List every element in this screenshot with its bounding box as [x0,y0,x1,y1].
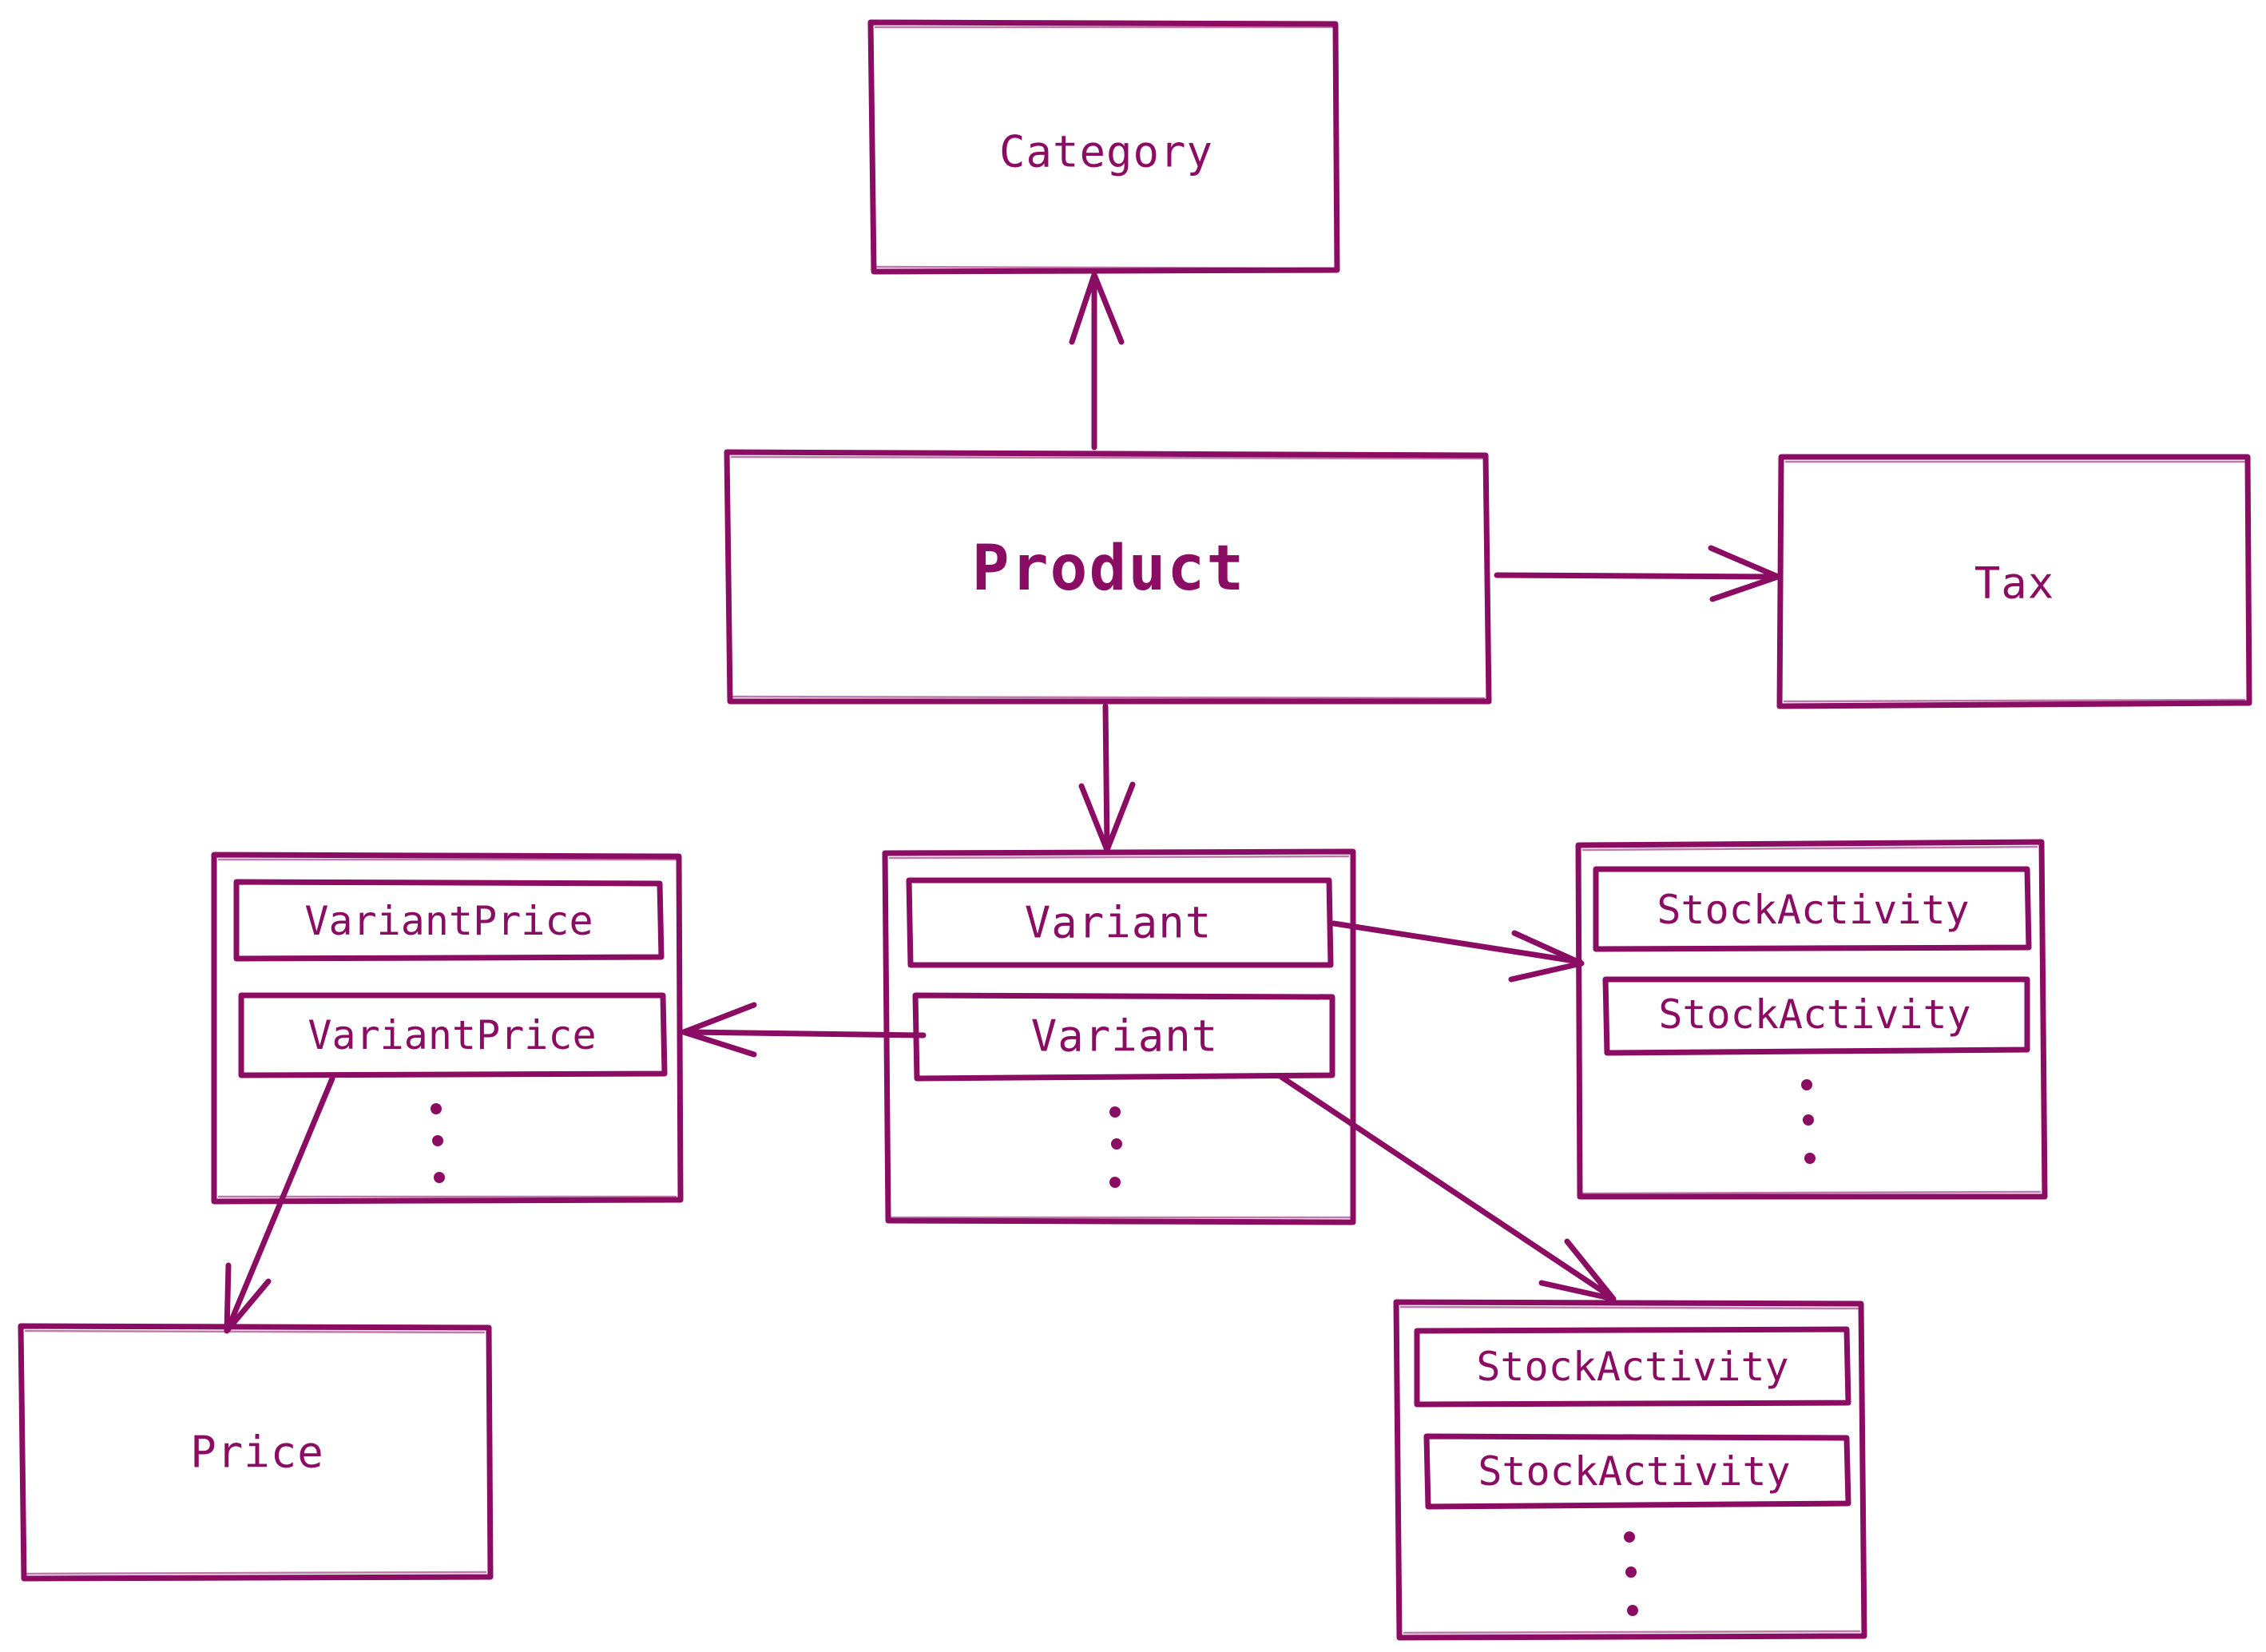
variant-price-list-node: VariantPrice VariantPrice [211,852,684,1205]
tax-label: Tax [1974,558,2055,609]
stock-activity-label: StockActivity [1658,991,1970,1038]
stock-activity-list-node-2: StockActivity StockActivity [1393,1299,1867,1641]
arrow-variant-to-stock-activity-list-2 [1278,1074,1617,1302]
product-node: Product [724,449,1492,705]
variant-list-node: Variant Variant [882,848,1356,1225]
category-label: Category [999,127,1213,177]
arrow-variant-to-variant-price-list [681,1002,927,1058]
tax-node: Tax [1776,454,2252,709]
arrow-product-to-tax [1494,545,1781,602]
variant-label: Variant [1031,1011,1219,1062]
variant-price-label: VariantPrice [308,1012,596,1058]
stock-activity-label: StockActivity [1478,1448,1790,1495]
arrow-variant-price-to-price [224,1075,335,1334]
price-label: Price [190,1428,324,1478]
variant-label: Variant [1025,898,1212,948]
product-label: Product [972,533,1246,605]
stock-activity-item: StockActivity [1593,866,2032,952]
variant-price-label: VariantPrice [304,898,593,944]
category-node: Category [867,19,1340,275]
ellipsis-dots [431,1103,445,1183]
ellipsis-dots [1801,1079,1816,1164]
stock-activity-label: StockActivity [1657,887,1969,933]
variant-item: Variant [912,992,1335,1082]
arrow-product-to-variant-list [1078,703,1136,853]
ellipsis-dots [1109,1106,1122,1188]
variant-price-item: VariantPrice [233,879,665,962]
arrow-product-to-category [1069,272,1125,451]
variant-item: Variant [906,877,1334,968]
stock-activity-item: StockActivity [1423,1433,1851,1510]
variant-price-item: VariantPrice [238,992,668,1078]
stock-activity-list-node-1: StockActivity StockActivity [1575,839,2048,1200]
stock-activity-item: StockActivity [1414,1326,1851,1408]
arrow-variant-to-stock-activity-list-1 [1331,920,1585,983]
ellipsis-dots [1624,1531,1638,1616]
stock-activity-item: StockActivity [1602,976,2030,1056]
stock-activity-label: StockActivity [1476,1344,1788,1390]
price-node: Price [18,1323,494,1582]
